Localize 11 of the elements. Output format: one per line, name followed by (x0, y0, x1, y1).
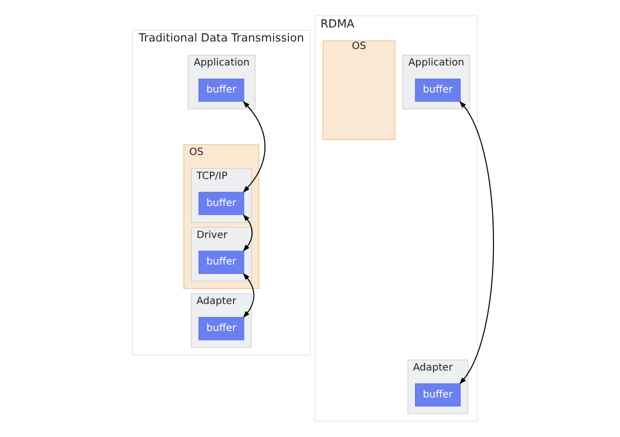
arrow (242, 101, 265, 193)
arrow (242, 214, 252, 252)
arrow (242, 273, 254, 318)
node-box: buffer (414, 78, 460, 102)
node-box: OS (322, 40, 395, 140)
node-box: buffer (198, 250, 244, 274)
node-box: buffer (198, 317, 244, 340)
node-box: buffer (198, 78, 244, 102)
node-box: buffer (414, 383, 460, 407)
arrow (458, 100, 494, 384)
node-box: buffer (198, 192, 244, 216)
